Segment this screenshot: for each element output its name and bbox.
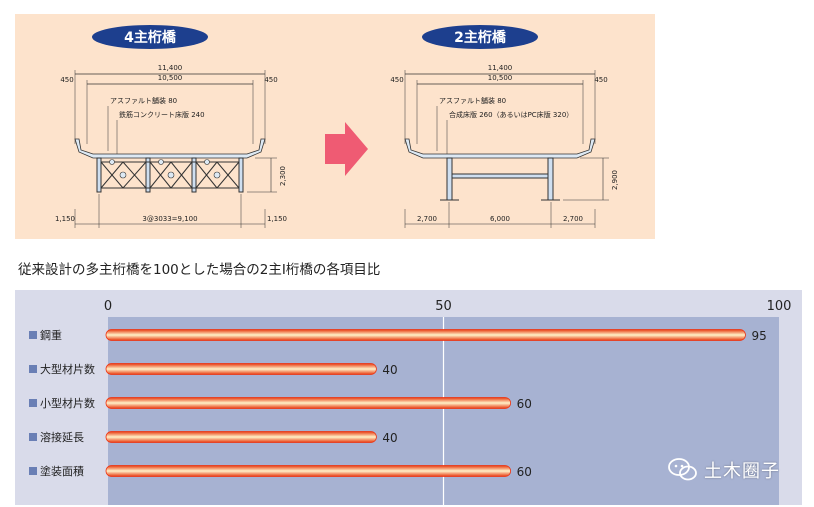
left-title-badge: [92, 25, 208, 49]
left-height: 2,300: [279, 166, 287, 186]
value-label: 60: [517, 465, 532, 479]
left-overhang-left: 450: [60, 76, 73, 84]
category-label: 小型材片数: [40, 396, 95, 410]
category-label: 塗装面積: [40, 464, 84, 478]
left-deck-width: 10,500: [158, 74, 183, 82]
left-bottom-left: 1,150: [55, 215, 75, 223]
right-deck-slab: [404, 138, 596, 159]
right-bottom-left: 2,700: [417, 215, 437, 223]
left-bottom-mid: 3@3033=9,100: [142, 215, 197, 223]
category-label: 大型材片数: [40, 362, 95, 376]
diagram-panel: 4主桁橋 11,400 10,500 450 450 アスファルト舗装 80 鉄…: [15, 14, 655, 239]
left-note-asphalt: アスファルト舗装 80: [110, 96, 177, 105]
bridge-cross-section-diagram: 4主桁橋 11,400 10,500 450 450 アスファルト舗装 80 鉄…: [55, 25, 619, 228]
right-girders: [440, 157, 560, 201]
right-note-slab: 合成床版 260（あるいはPC床版 320）: [449, 110, 573, 119]
right-bottom-mid: 6,000: [490, 215, 510, 223]
left-total-width: 11,400: [158, 64, 183, 72]
category-label: 鋼重: [40, 328, 62, 342]
bars: [105, 329, 746, 477]
left-deck-slab: [74, 138, 266, 159]
value-label: 60: [517, 397, 532, 411]
chart-caption: 従来設計の多主桁橋を100とした場合の2主I桁橋の各項目比: [18, 262, 381, 278]
right-deck-width: 10,500: [488, 74, 513, 82]
left-bridge: 4主桁橋 11,400 10,500 450 450 アスファルト舗装 80 鉄…: [55, 25, 287, 228]
bar-2: [105, 363, 377, 375]
right-overhang-left: 450: [390, 76, 403, 84]
x-tick-label: 0: [104, 299, 112, 314]
category-marker-icon: [29, 365, 37, 373]
bar-5: [105, 465, 512, 477]
category-marker-icon: [29, 399, 37, 407]
transition-arrow-icon: [325, 122, 368, 176]
bar-1: [105, 329, 746, 341]
x-tick-label: 100: [767, 299, 792, 314]
category-label: 溶接延長: [40, 430, 84, 444]
left-title: 4主桁橋: [124, 29, 177, 46]
right-overhang-right: 450: [594, 76, 607, 84]
category-marker-icon: [29, 331, 37, 339]
bar-3: [105, 397, 512, 409]
value-label: 40: [382, 431, 397, 445]
x-axis-ticks: 0 50 100: [104, 299, 792, 314]
category-marker-icon: [29, 467, 37, 475]
right-title: 2主桁橋: [454, 29, 507, 46]
value-label: 95: [751, 329, 766, 343]
wechat-icon: [668, 458, 697, 481]
left-girders: [96, 157, 244, 193]
value-labels: 95 40 60 40 60: [382, 329, 766, 479]
chart-panel: 0 50 100 鋼重大型材片数小型材片数溶接延長塗装面積 95 40 60 40 60: [15, 290, 802, 505]
right-title-badge: [422, 25, 538, 49]
watermark: 土木圈子: [668, 457, 780, 483]
right-bottom-right: 2,700: [563, 215, 583, 223]
right-note-asphalt: アスファルト舗装 80: [439, 96, 506, 105]
category-marker-icon: [29, 433, 37, 441]
value-label: 40: [382, 363, 397, 377]
right-total-width: 11,400: [488, 64, 513, 72]
x-tick-label: 50: [435, 299, 452, 314]
bar-4: [105, 431, 377, 443]
watermark-text: 土木圈子: [704, 461, 780, 482]
left-bottom-right: 1,150: [267, 215, 287, 223]
right-bridge: 2主桁橋 11,400 10,500 450 450 アスファルト舗装 80 合…: [390, 25, 619, 228]
right-height: 2,900: [611, 170, 619, 190]
left-note-slab: 鉄筋コンクリート床版 240: [119, 110, 205, 119]
left-overhang-right: 450: [264, 76, 277, 84]
